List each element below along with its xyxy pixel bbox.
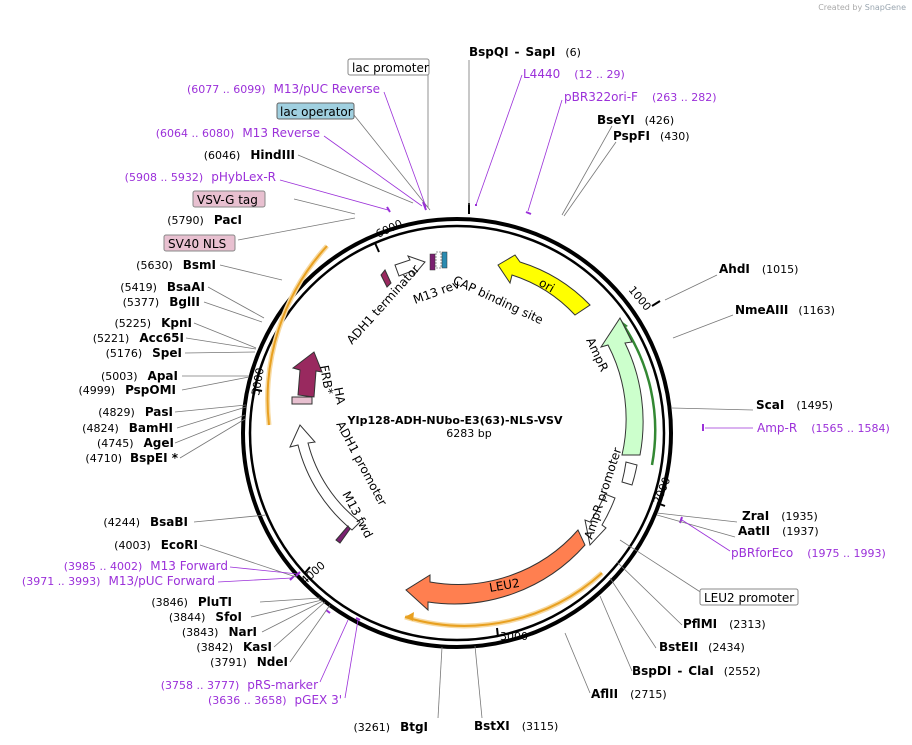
tick-label-3000: 3000 bbox=[500, 630, 528, 643]
primer-pbrforeco: pBRforEco(1975 .. 1993) bbox=[731, 546, 886, 560]
primer-m13-reverse: (6064 .. 6080)M13 Reverse bbox=[156, 126, 320, 140]
enzyme-pluti: (3846)PluTI bbox=[151, 595, 232, 609]
m13-rev-marker bbox=[429, 253, 436, 271]
orf-track-frb-line bbox=[266, 245, 328, 426]
enzyme-kasi: (3842)KasI bbox=[196, 640, 272, 654]
tick-label-2000: 2000 bbox=[651, 475, 674, 506]
enzyme-scai: ScaI(1495) bbox=[756, 398, 833, 412]
enzyme-aatii: AatII(1937) bbox=[738, 524, 819, 538]
primer-prs-marker: (3758 .. 3777)pRS-marker bbox=[161, 678, 318, 692]
enzyme-spei: (5176)SpeI bbox=[106, 346, 182, 360]
primer-m13-forward: (3985 .. 4002)M13 Forward bbox=[64, 559, 228, 573]
ori-label: ori bbox=[537, 275, 558, 295]
enzyme-bsaai: (5419)BsaAI bbox=[120, 280, 205, 294]
primer-l4440: L4440(12 .. 29) bbox=[523, 67, 625, 81]
enzyme-bspqi-sapi: BspQI-SapI(6) bbox=[469, 45, 581, 59]
lac-operator-label: lac operator bbox=[280, 105, 353, 119]
enzyme-pspfi: PspFI(430) bbox=[613, 129, 690, 143]
vsvg-tag-box bbox=[192, 190, 266, 208]
ha-tag-block bbox=[291, 396, 313, 405]
leu2-feature-arrow bbox=[405, 529, 586, 612]
adh1-promoter-arrow bbox=[289, 424, 361, 531]
orf-track-ampr bbox=[618, 319, 657, 466]
leu2-promoter-label: LEU2 promoter bbox=[704, 591, 794, 605]
enzyme-sfoi: (3844)SfoI bbox=[169, 610, 242, 624]
sv40-nls-box bbox=[163, 234, 236, 252]
orf-track-leu2-arrowhead bbox=[405, 612, 414, 621]
primer-pgex-3: (3636 .. 3658)pGEX 3' bbox=[208, 693, 342, 707]
enzyme-acc65i: (5221)Acc65I bbox=[93, 331, 184, 345]
orf-track-leu2-line bbox=[404, 572, 603, 627]
leu2-label: LEU2 bbox=[488, 576, 521, 595]
enzyme-nmeaiii: NmeAIII(1163) bbox=[735, 303, 835, 317]
plasmid-size: 6283 bp bbox=[446, 427, 491, 440]
ampr-promoter-block bbox=[621, 461, 638, 486]
ampr-promoter-arrow bbox=[584, 493, 616, 547]
enzyme-leader-lines bbox=[174, 60, 754, 719]
enzyme-paci: (5790)PacI bbox=[167, 213, 242, 227]
enzyme-hindiii: (6046)HindIII bbox=[204, 148, 295, 162]
lac-operator-box bbox=[276, 102, 355, 120]
ampr-feature-arrow bbox=[599, 316, 644, 456]
enzyme-bglii: (5377)BglII bbox=[123, 295, 200, 309]
sv40-nls-label: SV40 NLS bbox=[168, 237, 226, 251]
lac-promoter-block bbox=[435, 251, 442, 269]
leu2-promoter-box bbox=[699, 588, 799, 606]
primer-leader-lines bbox=[217, 74, 753, 699]
lac-promoter-label: lac promoter bbox=[352, 61, 429, 75]
enzyme-apai: (5003)ApaI bbox=[101, 369, 178, 383]
adh1-terminator-block bbox=[380, 269, 392, 288]
tick-label-5000: 5000 bbox=[249, 367, 267, 397]
enzyme-bsteii: BstEII(2434) bbox=[659, 640, 745, 654]
backbone-inner-ring bbox=[248, 224, 666, 642]
enzyme-agei: (4745)AgeI bbox=[97, 436, 174, 450]
ha-label: HA bbox=[331, 386, 348, 406]
lac-promoter-box bbox=[347, 58, 430, 76]
enzyme-bstxi: BstXI(3115) bbox=[474, 719, 558, 733]
enzyme-bspei: (4710)BspEI * bbox=[85, 451, 178, 465]
enzyme-pasi: (4829)PasI bbox=[98, 405, 173, 419]
enzyme-bsmi: (5630)BsmI bbox=[136, 258, 216, 272]
primer-markers bbox=[289, 201, 704, 621]
frb-label: FRB* bbox=[317, 364, 336, 395]
ori-feature-arrow bbox=[497, 254, 591, 316]
enzyme-pflmi: PflMI(2313) bbox=[683, 617, 766, 631]
enzyme-kpni: (5225)KpnI bbox=[115, 316, 192, 330]
enzyme-psppomi: (4999)PspOMI bbox=[78, 383, 176, 397]
enzyme-ahdi: AhdI(1015) bbox=[719, 262, 798, 276]
enzyme-bsabi: (4244)BsaBI bbox=[103, 515, 188, 529]
vsvg-tag-label: VSV-G tag bbox=[197, 193, 258, 207]
frb-feature-arrow bbox=[291, 351, 323, 398]
backbone-outer-ring bbox=[241, 217, 673, 649]
adh1-terminator-arrow bbox=[394, 255, 426, 277]
m13-fwd-marker bbox=[335, 525, 351, 544]
branding-prefix: Created by bbox=[818, 3, 863, 12]
enzyme-btgi: (3261)BtgI bbox=[353, 720, 428, 734]
enzyme-bseyi: BseYI(426) bbox=[597, 113, 674, 127]
primer-m13-puc-reverse: (6077 .. 6099)M13/pUC Reverse bbox=[187, 82, 380, 96]
enzyme-zrai: ZraI(1935) bbox=[742, 509, 818, 523]
primer-amp-r: Amp-R(1565 .. 1584) bbox=[757, 421, 890, 435]
primer-phyblex-r: (5908 .. 5932)pHybLex-R bbox=[125, 170, 276, 184]
primer-pbr322ori-f: pBR322ori-F(263 .. 282) bbox=[564, 90, 717, 104]
enzyme-bspdi-clai: BspDI-ClaI(2552) bbox=[632, 664, 760, 678]
enzyme-ecori: (4003)EcoRI bbox=[114, 538, 198, 552]
tick-marks bbox=[252, 203, 666, 638]
enzyme-nari: (3843)NarI bbox=[182, 625, 257, 639]
plasmid-name: YIp128-ADH-NUbo-E3(63)-NLS-VSV bbox=[347, 414, 563, 427]
snapgene-logo: SnapGene bbox=[864, 3, 906, 12]
enzyme-bamhi: (4824)BamHI bbox=[82, 421, 173, 435]
enzyme-ndei: (3791)NdeI bbox=[210, 655, 288, 669]
enzyme-aflii: AflII(2715) bbox=[591, 687, 667, 701]
primer-m13-puc-forward: (3971 .. 3993)M13/pUC Forward bbox=[22, 574, 215, 588]
snapgene-branding: Created by SnapGene bbox=[818, 3, 906, 12]
lac-operator-block bbox=[441, 251, 448, 269]
